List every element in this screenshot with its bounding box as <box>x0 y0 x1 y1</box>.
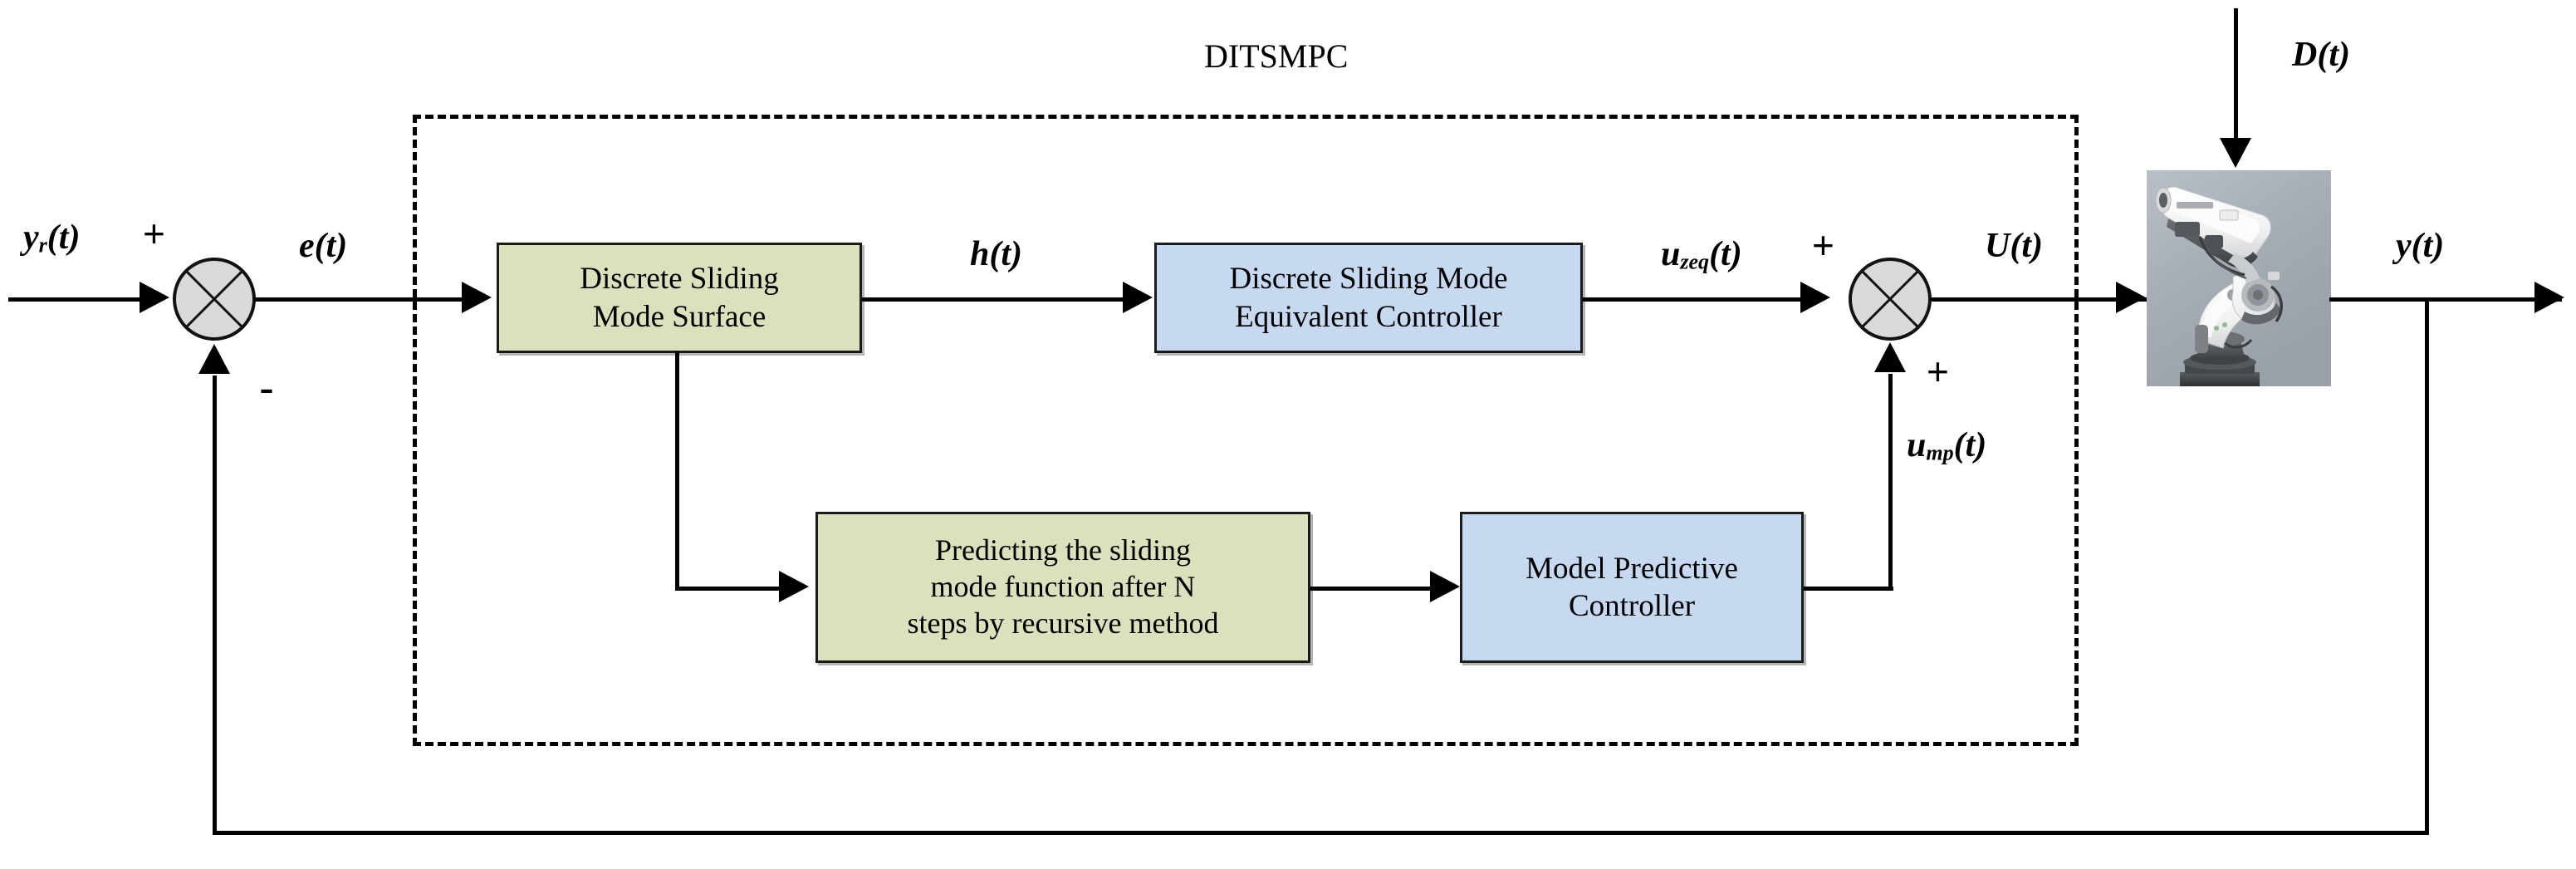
wire-sliding-function <box>862 297 1128 302</box>
wire-feedback-left <box>213 831 2429 835</box>
block-sliding-mode-surface[interactable]: Discrete Sliding Mode Surface <box>497 243 862 353</box>
arrowhead-equivalent-control <box>1800 282 1830 313</box>
signal-label-reference: yr(t) <box>23 218 81 258</box>
arrowhead-total-control <box>2116 282 2146 313</box>
ditsmpc-boundary <box>413 115 2079 746</box>
arrowhead-sliding-function <box>1123 282 1153 313</box>
sign-predictive-plus: + <box>1927 350 1949 393</box>
wire-plant-output <box>2329 297 2562 302</box>
wire-mpc-output <box>1804 587 1893 591</box>
block-sliding-mode-surface-label: Discrete Sliding Mode Surface <box>580 262 779 334</box>
arrowhead-disturbance <box>2220 138 2251 168</box>
wire-branch-to-predictor <box>675 587 783 591</box>
block-predictor-label: Predicting the sliding mode function aft… <box>907 533 1219 640</box>
summing-junction-error <box>173 258 256 341</box>
signal-label-error: e(t) <box>299 227 348 265</box>
arrowhead-reference <box>140 282 169 313</box>
robot-arm-illustration <box>2147 170 2331 386</box>
wire-disturbance <box>2234 8 2238 141</box>
signal-label-output: y(t) <box>2396 227 2445 265</box>
arrowhead-output <box>2534 282 2564 313</box>
block-model-predictive-controller-label: Model Predictive Controller <box>1526 551 1738 623</box>
arrowhead-feedback <box>198 344 230 374</box>
wire-error <box>254 297 466 302</box>
wire-equivalent-control <box>1583 297 1803 302</box>
block-predictor[interactable]: Predicting the sliding mode function aft… <box>815 512 1310 663</box>
block-equivalent-controller-label: Discrete Sliding Mode Equivalent Control… <box>1229 262 1508 334</box>
wire-mpc-up-to-sum <box>1888 374 1893 588</box>
wire-feedback-up <box>213 376 217 832</box>
arrowhead-error <box>462 282 492 313</box>
arrowhead-predictive-control <box>1874 342 1906 372</box>
signal-label-disturbance: D(t) <box>2292 36 2350 74</box>
sign-reference-plus: + <box>143 212 165 255</box>
wire-predictor-to-mpc <box>1310 587 1435 591</box>
wire-total-control <box>1930 297 2147 302</box>
signal-label-total-control: U(t) <box>1985 227 2043 265</box>
wire-feedback-down <box>2425 297 2429 835</box>
summing-junction-control <box>1849 258 1932 341</box>
signal-label-equivalent-control: uzeq(t) <box>1661 235 1742 274</box>
signal-label-sliding-function: h(t) <box>970 235 1022 273</box>
sign-equivalent-plus: + <box>1812 223 1834 267</box>
arrowhead-mpc-input <box>1430 571 1460 602</box>
wire-branch-down-to-predictor <box>675 351 679 591</box>
signal-label-predictive-control: ump(t) <box>1907 426 1987 465</box>
wire-reference-to-sum <box>8 297 145 302</box>
block-model-predictive-controller[interactable]: Model Predictive Controller <box>1460 512 1804 663</box>
block-equivalent-controller[interactable]: Discrete Sliding Mode Equivalent Control… <box>1154 243 1583 353</box>
sign-feedback-minus: - <box>259 363 274 413</box>
plant-robot-image <box>2147 170 2331 386</box>
arrowhead-predictor-input <box>779 571 809 602</box>
diagram-title: DITSMPC <box>1204 37 1349 75</box>
